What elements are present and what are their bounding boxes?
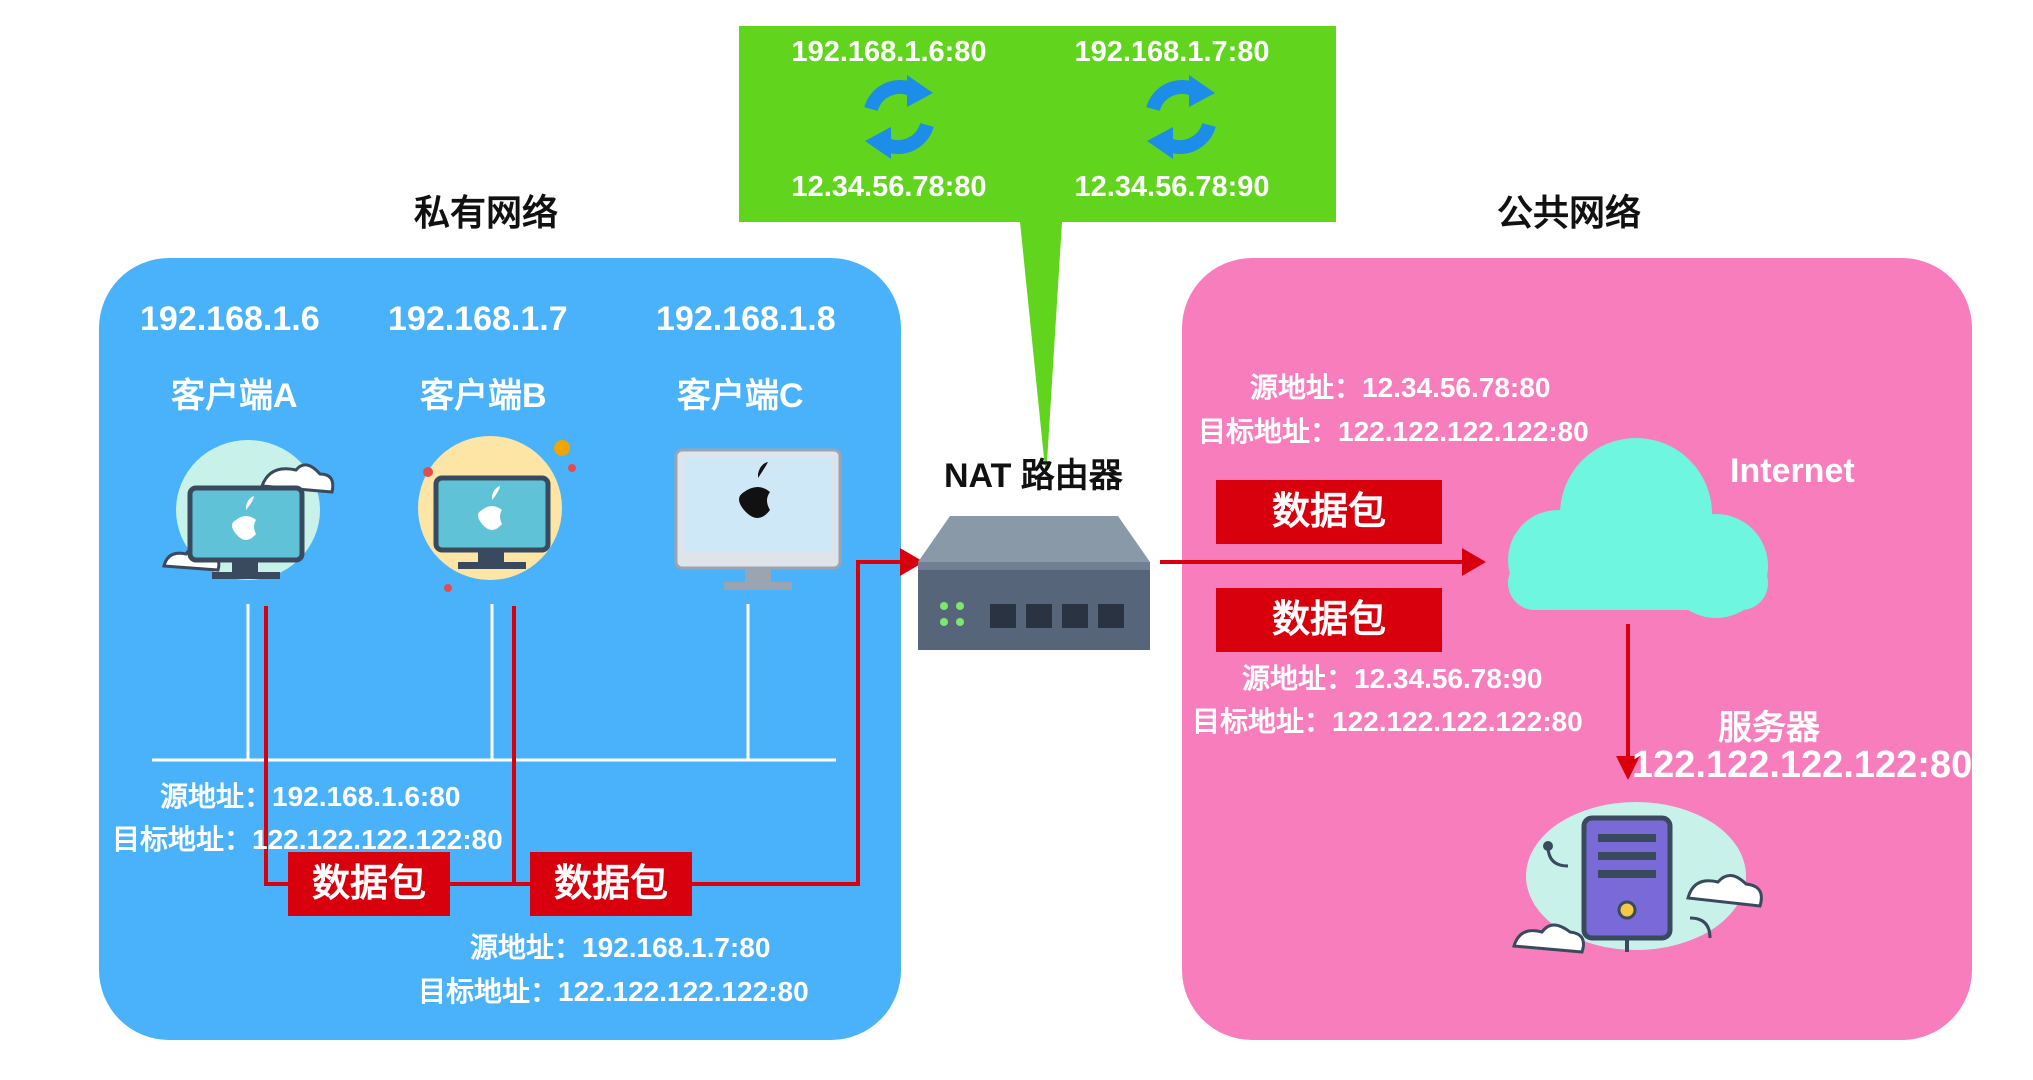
nat-col2-private: 192.168.1.7:80 bbox=[1074, 36, 1270, 68]
client-b-name: 客户端B bbox=[420, 377, 547, 415]
packet-a-dst: 目标地址：122.122.122.122:80 bbox=[112, 824, 503, 855]
nat-col1-private: 192.168.1.6:80 bbox=[791, 36, 987, 68]
private-network-panel bbox=[99, 258, 901, 1040]
client-b-ip: 192.168.1.7 bbox=[388, 300, 568, 338]
server-icon bbox=[1512, 802, 1763, 954]
client-a-computer-icon bbox=[162, 440, 335, 580]
client-a-ip: 192.168.1.6 bbox=[140, 300, 320, 338]
nat-col1-public: 12.34.56.78:80 bbox=[791, 171, 987, 203]
internet-label: Internet bbox=[1730, 452, 1855, 490]
server-address: 122.122.122.122:80 bbox=[1632, 744, 1973, 786]
packet-2-badge: 数据包 bbox=[1216, 588, 1442, 652]
client-c-ip: 192.168.1.8 bbox=[656, 300, 836, 338]
private-network-title: 私有网络 bbox=[414, 192, 559, 233]
nat-mapping-table: 192.168.1.6:80 12.34.56.78:80 192.168.1.… bbox=[739, 26, 1336, 222]
public-network-title: 公共网络 bbox=[1497, 192, 1642, 233]
packet-1-badge: 数据包 bbox=[1216, 480, 1442, 544]
arrow-to-server bbox=[1616, 756, 1640, 780]
packet-b-badge: 数据包 bbox=[530, 852, 692, 916]
packet-1-dst: 目标地址：122.122.122.122:80 bbox=[1198, 416, 1589, 447]
arrow-to-internet bbox=[1462, 548, 1486, 576]
internet-cloud-icon bbox=[1508, 438, 1768, 618]
client-a-name: 客户端A bbox=[171, 377, 298, 415]
client-c-name: 客户端C bbox=[677, 377, 804, 415]
packet-a-badge: 数据包 bbox=[288, 852, 450, 916]
nat-router-icon bbox=[918, 516, 1150, 650]
packet-b-src: 源地址：192.168.1.7:80 bbox=[470, 932, 771, 963]
packet-a-src: 源地址：192.168.1.6:80 bbox=[160, 781, 461, 812]
nat-col2-public: 12.34.56.78:90 bbox=[1074, 171, 1270, 203]
client-b-computer-icon bbox=[418, 436, 576, 592]
lan-bus bbox=[152, 604, 836, 762]
packet-2-src: 源地址：12.34.56.78:90 bbox=[1242, 663, 1543, 694]
arrow-to-router bbox=[900, 548, 924, 576]
packet-path-private bbox=[264, 560, 900, 886]
packet-b-dst: 目标地址：122.122.122.122:80 bbox=[418, 976, 809, 1007]
packet-1-src: 源地址：12.34.56.78:80 bbox=[1250, 372, 1551, 403]
client-c-computer-icon bbox=[674, 448, 842, 590]
server-name: 服务器 bbox=[1718, 709, 1820, 747]
router-label: NAT 路由器 bbox=[944, 457, 1123, 495]
packet-2-dst: 目标地址：122.122.122.122:80 bbox=[1192, 706, 1583, 737]
